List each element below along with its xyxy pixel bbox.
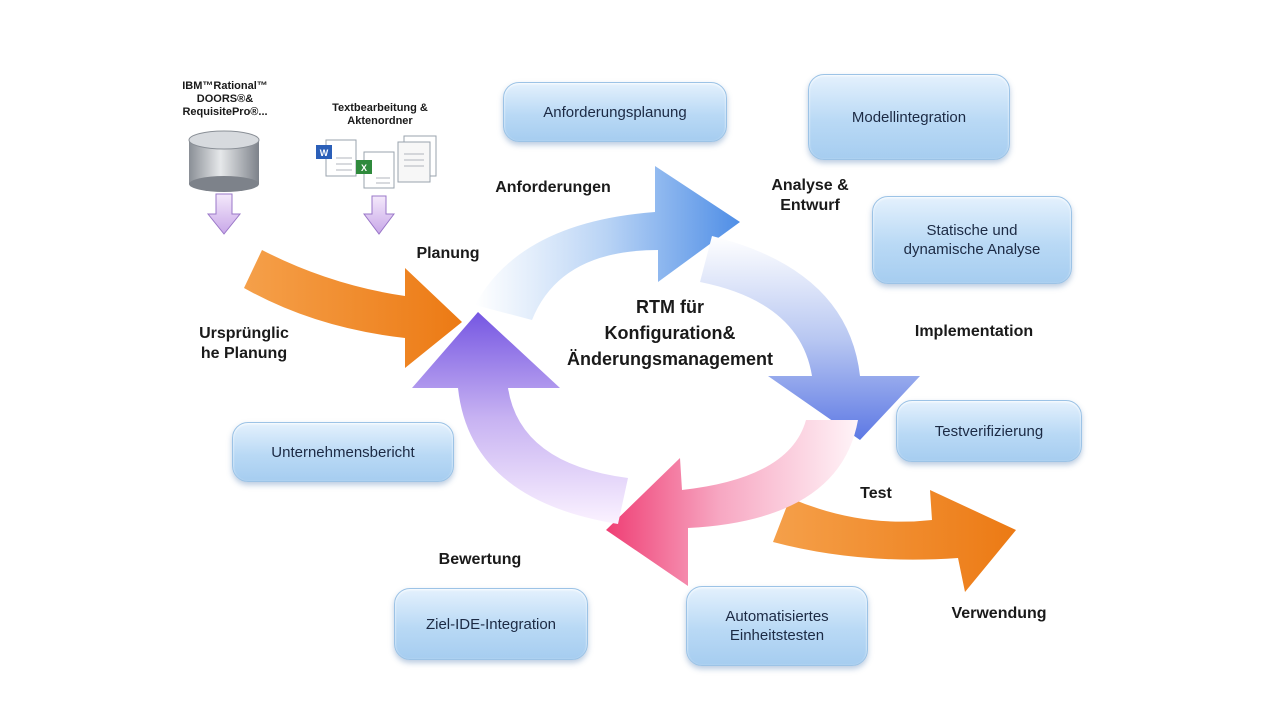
text-line-1: Textbearbeitung & — [332, 102, 428, 114]
cycle-arrow-left — [412, 312, 628, 524]
down-arrow-icon — [363, 195, 395, 235]
text-line-2: Aktenordner — [347, 115, 413, 127]
down-arrow-icon — [206, 193, 242, 235]
excel-document-icon: X — [356, 151, 395, 189]
text-source-label: Textbearbeitung & Aktenordner — [300, 102, 460, 128]
svg-text:W: W — [320, 148, 329, 158]
box-automatisiertes-einheitstesten: Automatisiertes Einheitstesten — [686, 586, 868, 666]
label-urspruengliche-planung: Ursprünglic he Planung — [199, 325, 289, 362]
orange-input-arrow — [244, 250, 462, 368]
cycle-arrow-right — [700, 236, 920, 440]
label-bewertung: Bewertung — [438, 551, 522, 568]
folder-documents-icon — [397, 135, 437, 183]
svg-text:X: X — [361, 163, 367, 173]
label-planung: Planung — [416, 245, 480, 262]
box-modellintegration: Modellintegration — [808, 74, 1010, 160]
ibm-line-2: DOORS®& — [196, 93, 254, 105]
box-testverifizierung: Testverifizierung — [896, 400, 1082, 462]
cycle-arrow-bottom — [606, 420, 858, 586]
label-verwendung: Verwendung — [951, 605, 1047, 622]
orange-output-arrow — [773, 490, 1016, 592]
database-icon — [188, 130, 260, 192]
label-anforderungen: Anforderungen — [495, 179, 611, 196]
word-document-icon: W — [316, 139, 357, 177]
center-line-2: Konfiguration& — [604, 323, 736, 343]
ibm-line-3: RequisitePro®... — [182, 106, 268, 118]
ibm-source-label: IBM™Rational™ DOORS®& RequisitePro®... — [160, 80, 290, 119]
ibm-line-1: IBM™Rational™ — [182, 80, 268, 92]
box-statische-analyse: Statische und dynamische Analyse — [872, 196, 1072, 284]
cycle-arrow-top — [475, 166, 740, 320]
label-implementation: Implementation — [914, 323, 1034, 340]
box-unternehmensbericht: Unternehmensbericht — [232, 422, 454, 482]
label-test: Test — [860, 485, 892, 502]
label-analyse-entwurf: Analyse & Entwurf — [771, 177, 849, 214]
center-line-3: Änderungsmanagement — [566, 349, 774, 369]
center-title: RTM für Konfiguration& Änderungsmanageme… — [515, 294, 825, 372]
box-anforderungsplanung: Anforderungsplanung — [503, 82, 727, 142]
box-ziel-ide-integration: Ziel-IDE-Integration — [394, 588, 588, 660]
center-line-1: RTM für — [636, 297, 704, 317]
